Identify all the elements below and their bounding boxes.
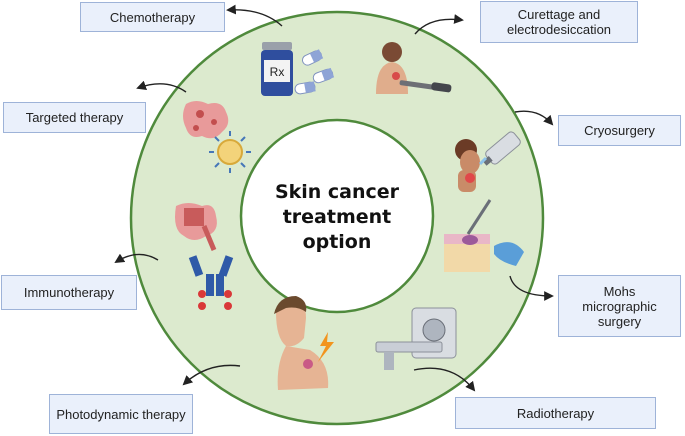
arrow-immunotherapy: [114, 253, 159, 264]
label-targeted-therapy: Targeted therapy: [3, 102, 146, 133]
label-radiotherapy: Radiotherapy: [455, 397, 656, 429]
mohs-skin-icon: [444, 199, 524, 272]
antibody-icon: [175, 203, 234, 310]
label-chemotherapy: Chemotherapy: [80, 2, 225, 32]
connector-arrows: [114, 4, 554, 392]
arrow-radiotherapy: [413, 367, 476, 392]
arrow-photodynamic: [182, 364, 241, 386]
radiotherapy-machine-icon: [375, 307, 457, 370]
arrow-cryosurgery: [514, 110, 554, 126]
arrow-targeted-therapy: [136, 80, 187, 93]
label-photodynamic-therapy: Photodynamic therapy: [49, 394, 193, 434]
pill-bottle-icon: Rx: [261, 42, 335, 96]
arrow-mohs: [509, 275, 554, 301]
label-curettage-electrodesiccation: Curettage and electrodesiccation: [480, 1, 638, 43]
arrow-chemotherapy: [226, 4, 283, 27]
label-immunotherapy: Immunotherapy: [1, 275, 137, 310]
label-cryosurgery: Cryosurgery: [558, 115, 681, 146]
patient-curette-icon: [376, 42, 452, 94]
arrow-curettage: [414, 14, 464, 35]
cancer-cells-icon: [183, 101, 251, 173]
label-mohs-micrographic-surgery: Mohs micrographic surgery: [558, 275, 681, 337]
photodynamic-patient-icon: [274, 296, 334, 390]
inner-circle: [239, 118, 435, 314]
center-title: Skin cancer treatment option: [274, 180, 400, 253]
cryo-spray-icon: [455, 131, 521, 192]
pill-bottle-label: Rx: [270, 65, 285, 79]
